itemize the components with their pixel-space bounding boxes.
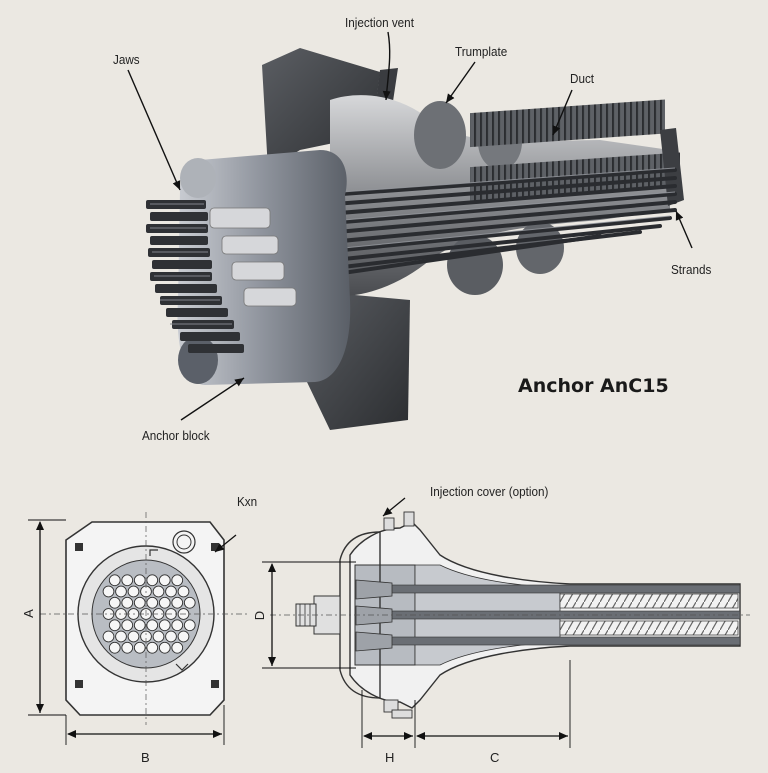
strand-hole — [108, 574, 121, 587]
callout-kxn: Kxn — [237, 494, 258, 509]
strand-hole — [108, 619, 121, 632]
strand-hole — [158, 574, 171, 587]
strand-hole — [177, 630, 190, 643]
anchor-title: Anchor AnC15 — [518, 375, 669, 397]
strand-hole — [102, 585, 115, 598]
dimension-b: B — [141, 750, 150, 765]
strand-hole — [133, 596, 146, 609]
strand-hole — [121, 619, 134, 632]
strand-hole — [121, 574, 134, 587]
jaws — [209, 207, 297, 307]
strand-hole — [158, 619, 171, 632]
strand-hole — [158, 641, 171, 654]
strand-hole — [133, 641, 146, 654]
side-view-drawing — [270, 511, 750, 719]
duct — [470, 99, 665, 148]
anchor-illustration — [146, 48, 684, 430]
strand-hole — [115, 630, 127, 643]
callout-jaws: Jaws — [113, 52, 140, 67]
dimension-h: H — [385, 750, 395, 765]
side-duct — [559, 593, 739, 609]
strand-hole — [171, 619, 184, 632]
strand-hole — [171, 596, 184, 609]
callout-duct: Duct — [570, 71, 595, 86]
dimension-a: A — [20, 609, 36, 618]
callout-arrows — [127, 31, 693, 421]
strand-hole — [165, 585, 177, 598]
dimension-c: C — [490, 750, 500, 765]
strand-hole — [127, 630, 140, 643]
callout-injection-vent: Injection vent — [345, 15, 414, 30]
strand-hole — [146, 596, 159, 609]
strand-hole — [146, 619, 159, 632]
strand-hole — [152, 630, 165, 643]
dimension-d: D — [252, 610, 268, 621]
strand-hole — [115, 585, 127, 598]
strand-hole — [158, 596, 171, 609]
strand-hole — [146, 641, 159, 654]
strand-hole — [177, 585, 190, 598]
callout-anchor-block: Anchor block — [142, 428, 210, 443]
strand-hole — [108, 641, 121, 654]
strand-hole — [152, 585, 165, 598]
strand-hole — [183, 619, 196, 632]
strand-hole — [171, 574, 184, 587]
strand-hole — [171, 641, 184, 654]
strand-hole — [133, 619, 146, 632]
front-dimensions — [28, 519, 237, 745]
strand-hole — [121, 596, 134, 609]
side-dimensions — [262, 497, 571, 748]
callout-trumplate: Trumplate — [455, 44, 508, 59]
strand-hole — [108, 596, 121, 609]
strand-hole — [127, 585, 140, 598]
callout-injection-cover: Injection cover (option) — [430, 484, 549, 499]
strand-hole — [165, 630, 177, 643]
strand-hole — [121, 641, 134, 654]
strand-hole — [102, 630, 115, 643]
strand-hole — [133, 574, 146, 587]
strand-hole — [183, 596, 196, 609]
strand-hole — [146, 574, 159, 587]
bearing-plate — [262, 48, 380, 170]
front-view-drawing — [40, 512, 250, 725]
callout-strands: Strands — [671, 262, 712, 277]
